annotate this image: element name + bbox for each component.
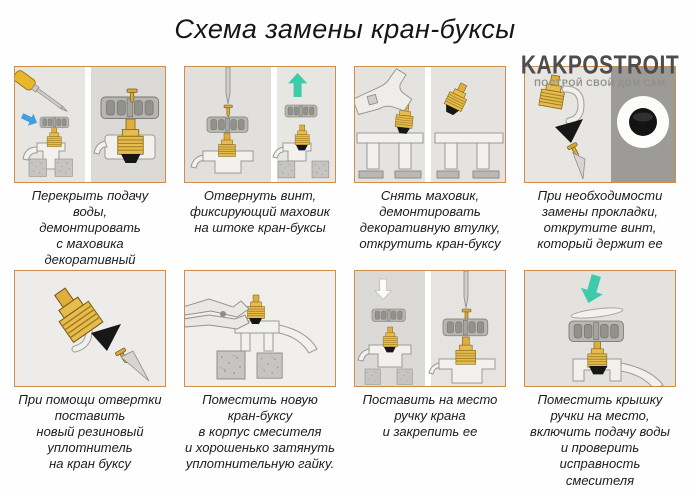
step-6-caption: Поместить новую кран-буксу в корпус смес… [185,392,335,472]
step-2-caption: Отвернуть винт, фиксирующий маховик на ш… [190,188,330,236]
step-4: При необходимости замены прокладки, откр… [524,66,676,285]
screwdriver-blade-icon [463,271,469,309]
step-5-caption: При помощи отвертки поставить новый рези… [18,392,162,472]
handle-icon [206,116,249,133]
wall-block [396,368,413,385]
wall-block [216,350,246,380]
wall-block [311,160,330,179]
brand-tagline: ПОСТРОЙ СВОЙ ДОМ САМ [534,78,666,88]
screwdriver-blade-icon [120,350,150,382]
step-4-panel [524,66,676,183]
step-5-illustration [15,271,165,386]
step-3-caption: Снять маховик, демонтировать декоративну… [359,188,501,252]
handle-icon [442,318,489,337]
steps-row-1: Перекрыть подачу воды, демонтировать с м… [14,66,676,285]
step-8-caption: Поместить крышку ручки на место, включит… [530,392,670,488]
faucet-cross-section [202,150,254,174]
step-4-illustration [525,67,675,182]
step-4-caption: При необходимости замены прокладки, откр… [537,188,663,252]
faucet-cross-section [368,344,412,368]
step-1: Перекрыть подачу воды, демонтировать с м… [14,66,166,285]
cap-icon [570,307,624,319]
faucet-cross-section [438,358,496,384]
wall-block [28,158,47,177]
step-7-illustration [355,271,505,386]
handle-icon [371,308,406,322]
handle-icon [100,96,160,120]
step-7: Поставить на место ручку крана и закрепи… [354,270,506,489]
step-6: Поместить новую кран-буксу в корпус смес… [184,270,336,489]
step-8: Поместить крышку ручки на место, включит… [524,270,676,489]
wall-block [256,352,283,379]
wall-block [277,160,296,179]
wall-block [54,158,73,177]
step-1-illustration [15,67,165,182]
step-5-panel [14,270,166,387]
handle-icon [39,116,70,129]
step-6-panel [184,270,336,387]
page-title: Схема замены кран-буксы [174,14,516,44]
steps-row-2: При помощи отвертки поставить новый рези… [14,270,676,489]
step-1-panel [14,66,166,183]
step-6-illustration [185,271,335,386]
wall-block [364,368,381,385]
step-7-caption: Поставить на место ручку крана и закрепи… [362,392,498,440]
step-8-illustration [525,271,675,386]
step-2-panel [184,66,336,183]
screwdriver-blade-icon [225,67,231,105]
step-3: Снять маховик, демонтировать декоративну… [354,66,506,285]
step-3-panel [354,66,506,183]
handle-icon [568,320,624,342]
brand-logo: KAKPOSTROIT ПОСТРОЙ СВОЙ ДОМ САМ [518,52,682,88]
step-3-illustration [355,67,505,182]
step-2-illustration [185,67,335,182]
step-2: Отвернуть винт, фиксирующий маховик на ш… [184,66,336,285]
brand-name: KAKPOSTROIT [520,50,680,80]
step-7-panel [354,270,506,387]
rubber-gasket-icon [91,324,121,351]
step-8-panel [524,270,676,387]
handle-icon [284,104,318,118]
rubber-gasket-icon [555,119,583,143]
screwdriver-blade-icon [572,152,586,180]
step-5: При помощи отвертки поставить новый рези… [14,270,166,489]
